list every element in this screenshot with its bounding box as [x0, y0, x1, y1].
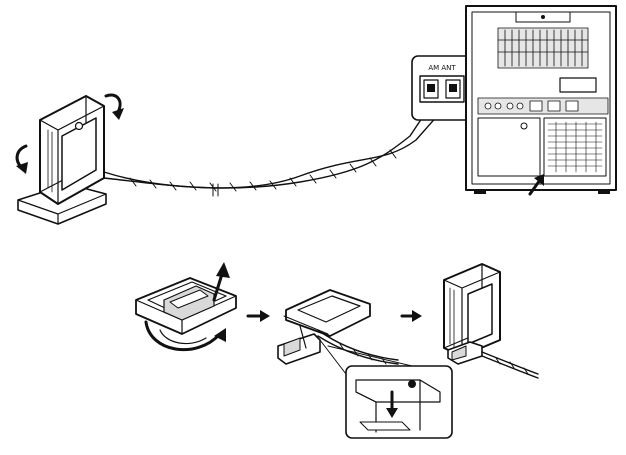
assembly-step-2: [277, 289, 399, 365]
loop-antenna: [15, 93, 124, 225]
am-ant-label: AM ANT: [428, 64, 456, 72]
assembly-step-3: [443, 263, 539, 379]
detail-inset: [319, 339, 453, 439]
unit-rear-panel: [465, 5, 617, 196]
am-ant-terminal: AM ANT: [411, 55, 561, 121]
assembly-step-1: [135, 262, 237, 352]
antenna-cable: [103, 105, 447, 197]
